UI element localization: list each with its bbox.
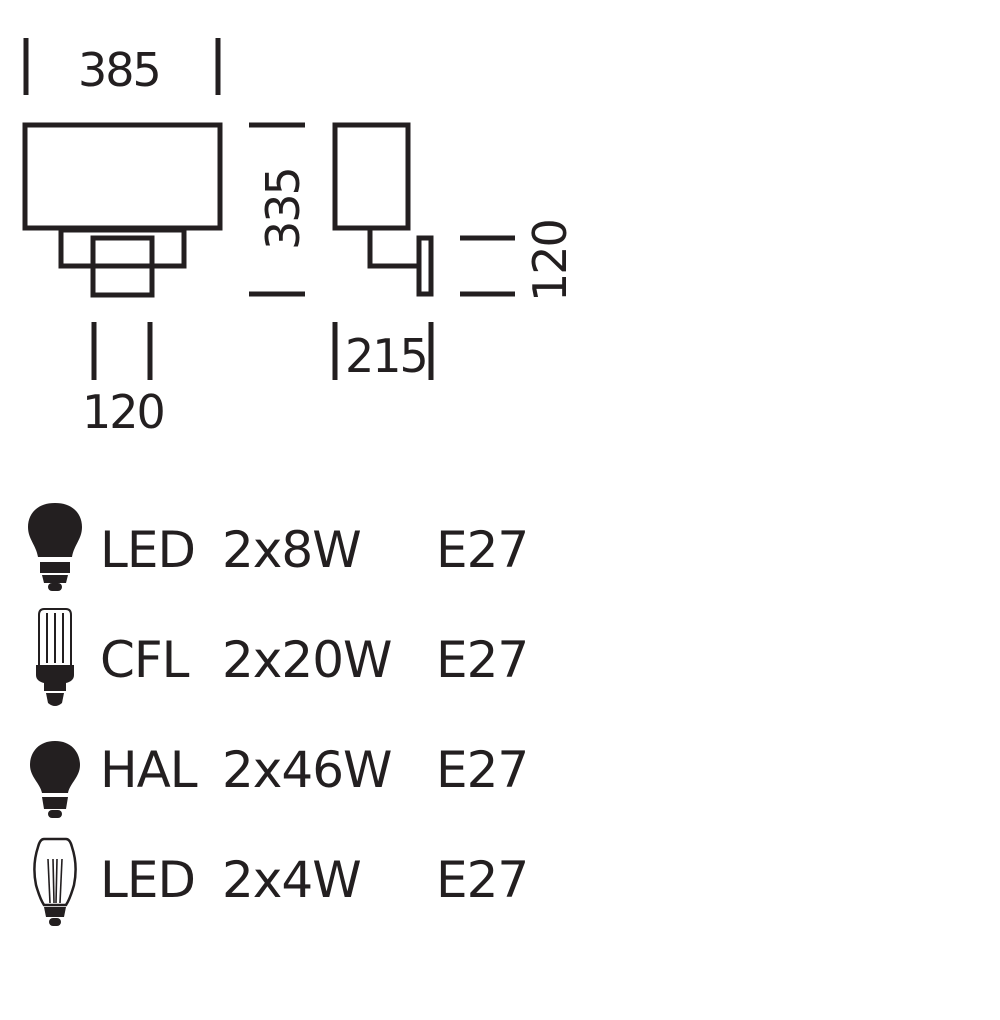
bulb-socket: E27 [436,631,529,689]
height-label: 335 [256,168,310,250]
arm-height-label: 120 [523,220,577,302]
front-view-backplate [58,227,187,269]
bulb-type: LED [100,521,196,579]
bulb-power: 2x46W [222,741,392,799]
dimension-drawing: 385 335 120 215 120 [22,38,577,439]
width-label: 385 [78,43,160,97]
bulb-socket: E27 [436,741,529,799]
side-view-arm [367,230,419,269]
base-width-label: 120 [82,385,164,439]
bulb-power: 2x4W [222,851,362,909]
bulb-power: 2x8W [222,521,362,579]
front-view-base [90,235,155,298]
bulb-socket: E27 [436,851,529,909]
bulb-type: LED [100,851,196,909]
front-view-shade [22,122,223,231]
led-bulb-icon [28,503,82,591]
bulb-power: 2x20W [222,631,392,689]
bulb-type: CFL [100,631,190,689]
depth-label: 215 [345,329,427,383]
bulb-socket: E27 [436,521,529,579]
side-view-shade [332,122,411,231]
cfl-bulb-icon [36,608,74,706]
halogen-bulb-icon [30,741,80,818]
bulb-type: HAL [100,741,198,799]
filament-bulb-icon [33,837,77,926]
side-view-backplate [416,235,434,297]
